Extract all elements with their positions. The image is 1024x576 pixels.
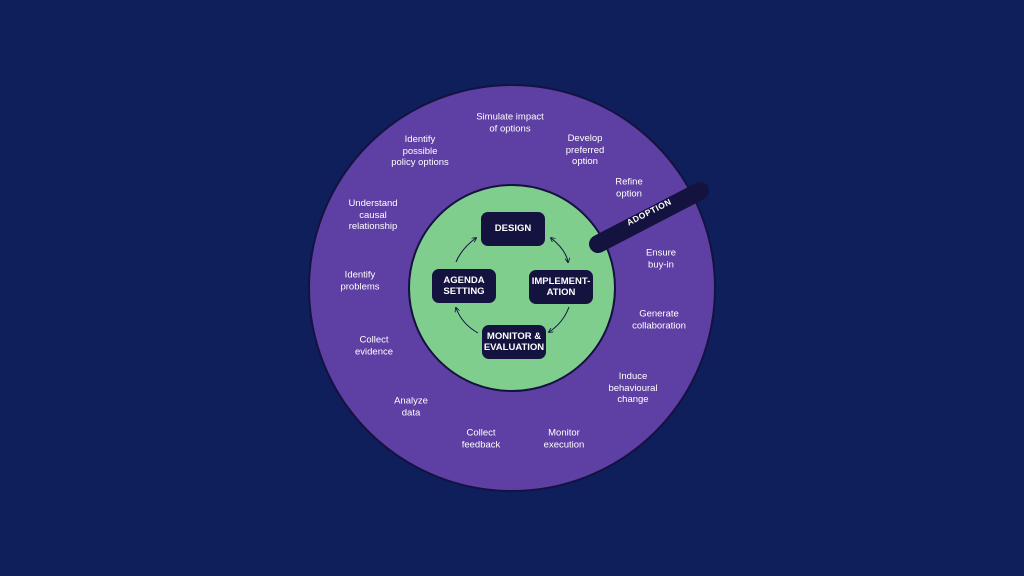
arrow-monitor-to-agenda <box>456 308 479 334</box>
activity-identify-problems: Identify problems <box>340 269 380 293</box>
activity-monitor-execution: Monitor execution <box>543 427 585 451</box>
activity-induce: Induce behavioural change <box>608 370 658 405</box>
activity-analyze: Analyze data <box>394 395 428 419</box>
arrow-agenda-to-design <box>455 238 476 263</box>
activity-simulate: Simulate impact of options <box>476 111 544 135</box>
activity-identify-policy: Identify possible policy options <box>391 133 449 168</box>
inner-circle <box>408 184 616 392</box>
activity-develop: Develop preferred option <box>565 132 605 167</box>
activity-collect-feedback: Collect feedback <box>461 427 501 451</box>
stage-implementation[interactable]: IMPLEMENT- ATION <box>529 270 593 304</box>
stage-agenda-setting[interactable]: AGENDA SETTING <box>432 269 496 303</box>
activity-understand: Understand causal relationship <box>348 197 398 232</box>
activity-generate: Generate collaboration <box>632 308 686 332</box>
activity-refine: Refine option <box>615 176 643 200</box>
arrow-design-to-implementation <box>551 238 568 262</box>
stage-design[interactable]: DESIGN <box>481 212 545 246</box>
activity-ensure: Ensure buy-in <box>645 247 677 271</box>
activity-collect-evidence: Collect evidence <box>354 334 394 358</box>
stage-monitor-evaluation[interactable]: MONITOR & EVALUATION <box>482 325 546 359</box>
adoption-band <box>589 182 709 253</box>
arrow-implementation-to-monitor <box>549 306 570 332</box>
